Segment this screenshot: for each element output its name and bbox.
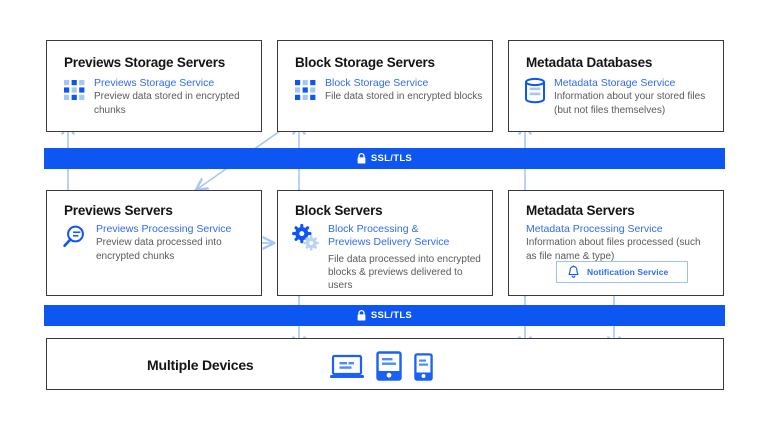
service-name: Metadata Storage Service — [554, 77, 676, 89]
laptop-icon — [330, 353, 364, 381]
box-title: Metadata Databases — [526, 55, 653, 70]
service-name: Metadata Processing Service — [526, 223, 663, 235]
box-title: Block Storage Servers — [295, 55, 435, 70]
service-name: Previews Processing Service — [96, 223, 232, 235]
box-metadata-databases: Metadata Databases Metadata Storage Serv… — [508, 40, 724, 132]
box-block-storage-servers: Block Storage Servers Block Storage Serv… — [277, 40, 493, 132]
box-title: Block Servers — [295, 203, 383, 218]
box-block-servers: Block Servers — [277, 190, 493, 296]
box-title: Previews Storage Servers — [64, 55, 226, 70]
box-title: Previews Servers — [64, 203, 173, 218]
box-multiple-devices: Multiple Devices — [46, 338, 724, 390]
ssl-tls-bar-lower: SSL/TLS — [44, 305, 725, 326]
service-name: Block Processing & Previews Delivery Ser… — [328, 223, 450, 249]
grid-squares-icon — [295, 79, 317, 101]
lock-icon — [357, 152, 366, 164]
notification-service-label: Notification Service — [587, 267, 669, 277]
service-name: Previews Storage Service — [94, 77, 215, 89]
multiple-devices-title: Multiple Devices — [147, 357, 254, 373]
device-icons-group — [330, 351, 433, 381]
service-description: Information about your stored files (but… — [554, 91, 706, 116]
box-metadata-servers: Metadata Servers Metadata Processing Ser… — [508, 190, 724, 296]
service-description: Preview data processed into encrypted ch… — [96, 237, 222, 262]
ssl-tls-label: SSL/TLS — [370, 310, 413, 321]
lock-icon — [357, 309, 366, 321]
box-previews-servers: Previews Servers Previews Processing Ser… — [46, 190, 262, 296]
bell-icon — [567, 265, 580, 279]
service-description: File data stored in encrypted blocks — [325, 91, 483, 103]
box-previews-storage-servers: Previews Storage Servers Previews Storag… — [46, 40, 262, 132]
box-title: Metadata Servers — [526, 203, 635, 218]
phone-icon — [414, 353, 433, 381]
database-icon — [524, 77, 546, 104]
grid-squares-icon — [64, 79, 86, 101]
service-name: Block Storage Service — [325, 77, 429, 89]
service-description: Information about files processed (such … — [526, 237, 701, 262]
gears-icon — [292, 223, 320, 252]
magnifier-icon — [62, 224, 88, 250]
ssl-tls-bar-upper: SSL/TLS — [44, 148, 725, 169]
tablet-icon — [376, 351, 402, 381]
ssl-tls-label: SSL/TLS — [370, 153, 413, 164]
notification-service-chip[interactable]: Notification Service — [556, 261, 688, 283]
service-description: Preview data stored in encrypted chunks — [94, 91, 240, 116]
service-description: File data processed into encrypted block… — [328, 253, 481, 292]
